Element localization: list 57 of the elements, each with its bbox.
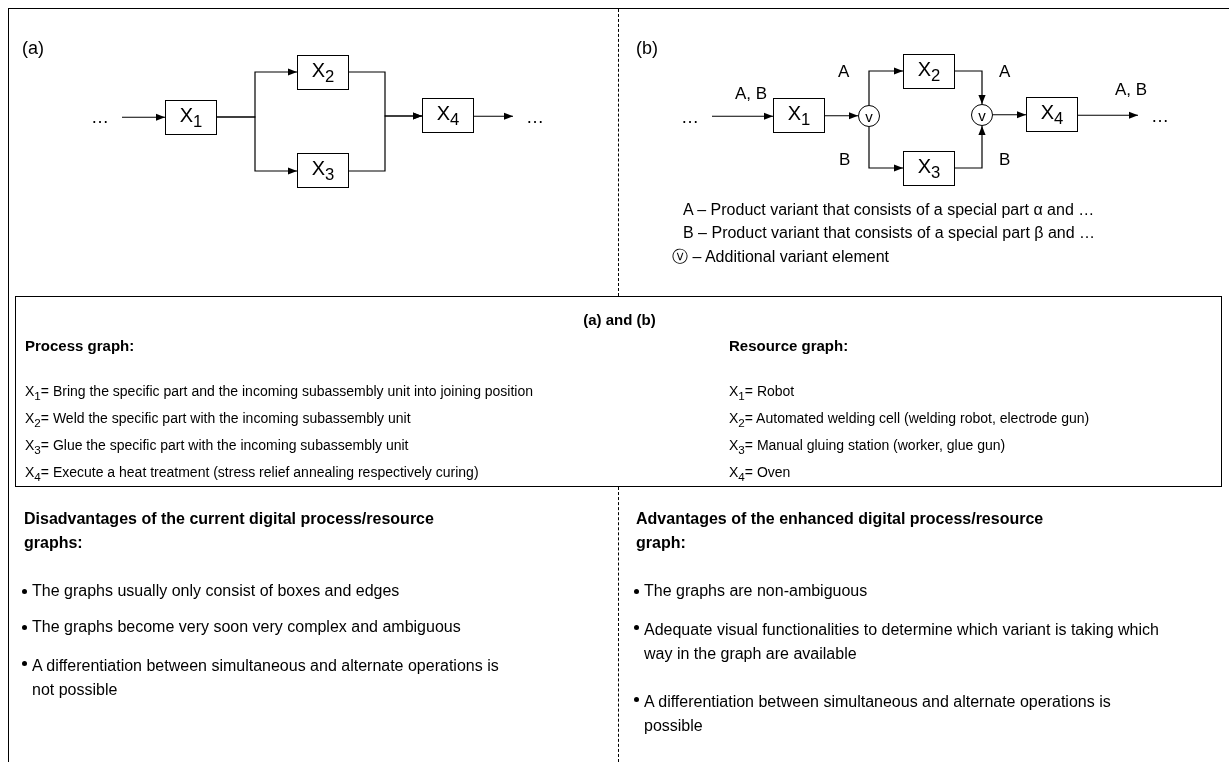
- legend-text: B – Product variant that consists of a special part β and …: [683, 224, 1096, 242]
- arrow: [1077, 111, 1139, 119]
- ellipsis: …: [513, 105, 557, 129]
- legend-text: A – Product variant that consists of a special part α and …: [683, 201, 1095, 219]
- process-box: X$_{2}$: [297, 55, 349, 90]
- arrow: [954, 125, 986, 169]
- legend-text: ⓥ – Additional variant element: [672, 247, 889, 267]
- arrow: [348, 112, 423, 172]
- edge-label: A, B: [1115, 80, 1148, 100]
- process-box: X$_{3}$: [903, 151, 955, 186]
- bullet-text: A differentiation between simultaneous and alternate operations is not possible: [32, 656, 500, 700]
- variant-circle: v: [858, 105, 880, 127]
- definition-text: X$_{1}$= Robot: [729, 383, 795, 402]
- definition-text: X$_{4}$= Oven: [729, 464, 791, 483]
- section-heading: Disadvantages of the current digital process/resource graphs:: [24, 509, 435, 553]
- arrow: [121, 113, 166, 121]
- description-panel: [15, 296, 1222, 487]
- process-box: X$_{2}$: [903, 54, 955, 89]
- definition-text: X$_{2}$= Automated welding cell (welding robot, electrode gun): [729, 410, 1090, 429]
- arrow: [824, 112, 859, 120]
- definition-text: X$_{2}$= Weld the specific part with the incoming subassembly unit: [25, 410, 411, 429]
- ellipsis: …: [668, 105, 712, 129]
- arrow: [473, 112, 514, 120]
- column-heading: Process graph:: [25, 337, 135, 354]
- panel-title: (a) and (b): [582, 311, 657, 328]
- definition-text: X$_{3}$= Manual gluing station (worker, glue gun): [729, 437, 1006, 456]
- bullet-text: Adequate visual functionalities to determine which variant is taking which way in the graph are available: [644, 620, 1160, 664]
- edge-label: A: [838, 62, 850, 82]
- definition-text: X$_{1}$= Bring the specific part and the incoming subassembly unit into joining position: [25, 383, 534, 402]
- variant-circle: v: [971, 104, 993, 126]
- definition-text: X$_{3}$= Glue the specific part with the incoming subassembly unit: [25, 437, 409, 456]
- bullet-text: The graphs usually only consist of boxes and edges: [32, 582, 400, 600]
- edge-label: B: [839, 150, 851, 170]
- edge-label: A, B: [735, 84, 768, 104]
- ellipsis: …: [78, 105, 122, 129]
- panel-label: (b): [636, 38, 658, 59]
- process-box: X$_{1}$: [773, 98, 825, 133]
- definition-text: X$_{4}$= Execute a heat treatment (stress relief annealing respectively curing): [25, 464, 479, 483]
- column-heading: Resource graph:: [729, 337, 849, 354]
- process-box: X$_{1}$: [165, 100, 217, 135]
- process-box: X$_{4}$: [422, 98, 474, 133]
- process-box: X$_{4}$: [1026, 97, 1078, 132]
- bullet-text: The graphs are non-ambiguous: [644, 582, 868, 600]
- arrow: [954, 70, 986, 105]
- edge-label: B: [999, 150, 1011, 170]
- bullet-text: A differentiation between simultaneous and alternate operations is possible: [644, 692, 1112, 736]
- process-box: X$_{3}$: [297, 153, 349, 188]
- edge-label: A: [999, 62, 1011, 82]
- panel-label: (a): [22, 38, 44, 59]
- arrow: [868, 126, 904, 172]
- arrow: [216, 116, 298, 175]
- arrow: [868, 67, 904, 106]
- section-heading: Advantages of the enhanced digital process/resource graph:: [636, 509, 1045, 553]
- bullet-text: The graphs become very soon very complex and ambiguous: [32, 618, 461, 636]
- arrow: [711, 112, 774, 120]
- ellipsis: …: [1138, 104, 1182, 128]
- arrow: [992, 111, 1027, 119]
